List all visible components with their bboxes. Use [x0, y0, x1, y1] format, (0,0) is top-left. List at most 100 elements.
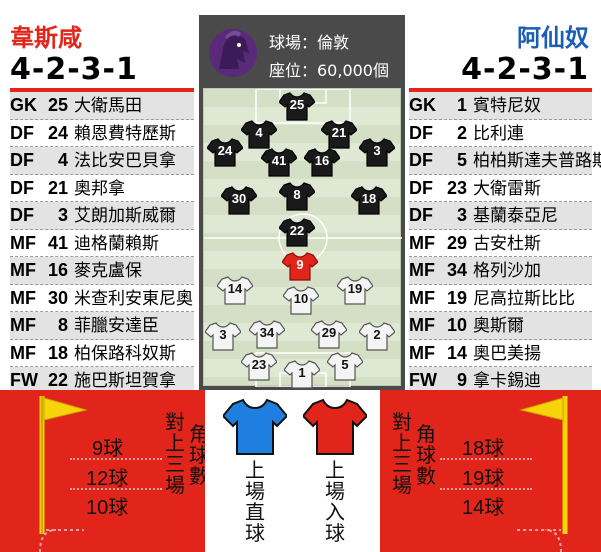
player-position: FW	[409, 370, 437, 390]
home-player-shirt-icon: 41	[261, 147, 297, 177]
player-position: DF	[10, 205, 34, 225]
player-name: 尼高拉斯比比	[473, 288, 575, 309]
venue-stadium: 球場：倫敦	[269, 33, 350, 52]
player-number: 2	[456, 122, 467, 143]
away-team-name: 阿仙奴	[517, 24, 589, 52]
player-name: 大衛馬田	[74, 96, 142, 116]
home-shirt-number: 30	[231, 191, 247, 206]
player-number: 9	[456, 370, 467, 390]
away-corner-count-1-value: 18	[462, 438, 485, 460]
player-number: 3	[456, 205, 467, 225]
player-position: FW	[10, 370, 38, 390]
player-number: 3	[57, 205, 68, 225]
player-position: MF	[409, 315, 435, 335]
player-name: 艾朗加斯威爾	[74, 206, 176, 226]
away-player-shirt-icon: 29	[311, 319, 347, 349]
player-name: 菲臘安達臣	[74, 316, 159, 336]
away-shirt-number: 1	[298, 365, 306, 380]
home-player-shirt-icon: 8	[279, 181, 315, 211]
home-corners-label: 角球數	[189, 422, 209, 488]
home-shirt-number: 16	[314, 153, 330, 168]
player-number: 24	[47, 122, 68, 143]
player-position: MF	[409, 287, 435, 308]
player-position: DF	[409, 122, 433, 143]
home-team-name: 韋斯咸	[10, 24, 82, 52]
player-number: 18	[47, 342, 68, 363]
home-player-shirt-icon: 4	[241, 119, 277, 149]
away-corner-count-3-value: 14	[462, 497, 485, 519]
home-shirt-number: 3	[373, 143, 381, 158]
home-corner-count-2-value: 12	[86, 468, 109, 490]
player-position: MF	[10, 287, 36, 308]
player-number: 21	[47, 177, 68, 198]
player-number: 16	[47, 260, 68, 280]
player-name: 米查利安東尼奧	[74, 288, 193, 309]
player-position: MF	[409, 260, 435, 280]
home-shirt-number: 8	[293, 187, 301, 202]
player-number: 34	[446, 260, 467, 280]
player-position: DF	[10, 177, 34, 198]
home-corner-count-2: 12球	[86, 462, 128, 491]
away-shirt-number: 10	[293, 291, 309, 306]
away-shirt-number: 23	[251, 357, 267, 372]
player-number: 30	[47, 287, 68, 308]
player-position: DF	[10, 150, 34, 170]
player-name: 拿卡錫迪	[473, 371, 541, 391]
player-position: MF	[10, 315, 36, 335]
away-shirt-number: 29	[321, 325, 337, 340]
home-corner-count-3: 10球	[86, 491, 128, 520]
home-corner-count-1: 9球	[92, 432, 123, 461]
home-shirt-number: 24	[217, 143, 233, 158]
away-corner-count-3: 14球	[462, 491, 504, 520]
away-player-shirt-icon: 1	[284, 359, 320, 389]
home-player-shirt-icon: 30	[221, 185, 257, 215]
away-player-shirt-icon: 2	[359, 321, 395, 351]
player-number: 25	[47, 95, 68, 115]
home-player-row: FW 22 施巴斯坦賀拿	[10, 367, 194, 395]
player-position: MF	[10, 260, 36, 280]
player-number: 14	[446, 342, 467, 363]
away-corner-count-3-unit: 球	[484, 495, 505, 519]
player-name: 奧斯爾	[473, 316, 524, 336]
player-position: MF	[10, 232, 36, 253]
player-position: MF	[10, 342, 36, 363]
away-corner-count-2: 19球	[462, 462, 504, 491]
away-shirt-number: 9	[296, 257, 304, 272]
away-player-shirt-icon: 10	[283, 285, 319, 315]
player-name: 比利連	[473, 123, 524, 144]
away-shirt-number: 34	[259, 325, 275, 340]
center-legend-panel: 上場直球 上場入球	[205, 390, 380, 552]
player-name: 古安杜斯	[473, 233, 541, 254]
player-number: 22	[47, 370, 68, 390]
player-name: 大衛雷斯	[473, 178, 541, 199]
home-player-shirt-icon: 16	[304, 147, 340, 177]
home-divider	[10, 88, 194, 92]
player-name: 施巴斯坦賀拿	[74, 371, 176, 391]
away-shirt-number: 2	[373, 327, 381, 342]
home-player-shirt-icon: 3	[359, 137, 395, 167]
goals-conceded-label: 上場直球	[245, 458, 265, 545]
home-player-shirt-icon: 24	[207, 137, 243, 167]
away-player-shirt-icon: 19	[337, 275, 373, 305]
away-shirt-number: 14	[227, 281, 243, 296]
away-shirt-number: 5	[341, 357, 349, 372]
player-position: DF	[409, 205, 433, 225]
away-player-shirt-icon: 23	[241, 351, 277, 381]
player-name: 格列沙加	[473, 261, 541, 281]
home-corner-count-3-unit: 球	[108, 495, 129, 519]
away-shirt-number: 3	[219, 327, 227, 342]
home-last-three-label: 對上三場	[165, 410, 185, 497]
player-name: 柏柏斯達夫普路斯	[473, 151, 601, 171]
right-corner-flag-icon	[513, 390, 573, 535]
home-shirt-number: 41	[271, 153, 287, 168]
player-number: 1	[456, 95, 467, 115]
blue-jersey-icon	[221, 396, 289, 456]
